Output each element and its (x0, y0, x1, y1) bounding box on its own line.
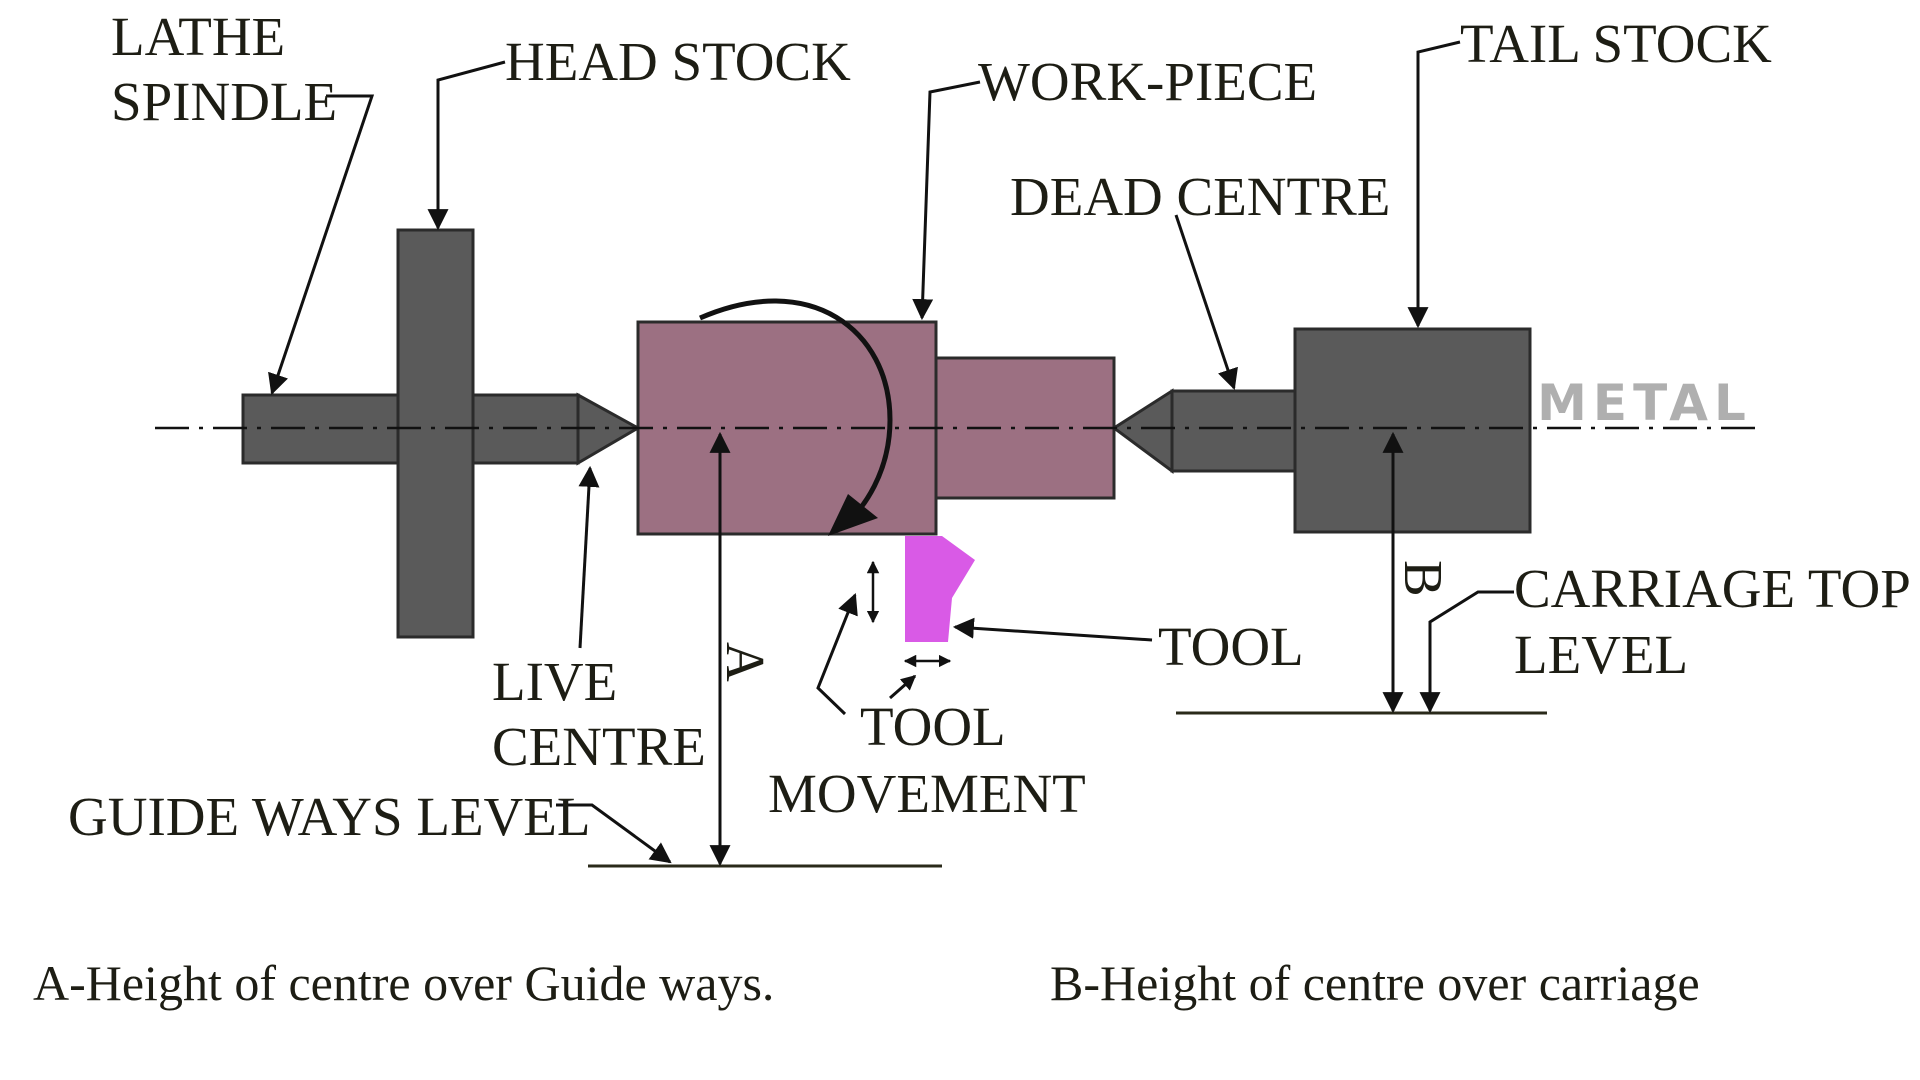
tool-movement-leader (816, 593, 858, 716)
tool-leader (952, 617, 1153, 642)
lathe-spindle-leader (268, 94, 375, 395)
caption-a: A-Height of centre over Guide ways. (33, 955, 774, 1011)
rotation-arrowhead (828, 494, 878, 536)
head-stock-leader (427, 60, 506, 231)
caption-b: B-Height of centre over carriage (1050, 955, 1700, 1011)
guide-ways-level-leader (556, 803, 672, 864)
label-guide-ways-level: GUIDE WAYS LEVEL (68, 786, 590, 847)
label-carriage-top-line1: CARRIAGE TOP (1514, 558, 1911, 619)
label-head-stock: HEAD STOCK (505, 31, 851, 92)
label-dead-centre: DEAD CENTRE (1010, 166, 1390, 227)
label-carriage-top-line2: LEVEL (1514, 624, 1688, 685)
label-work-piece: WORK-PIECE (978, 51, 1317, 112)
label-live-centre-line1: LIVE (492, 651, 617, 712)
dead-centre-leader (1174, 214, 1238, 390)
work-piece-leader (912, 80, 981, 321)
label-dimension-a: A (715, 642, 776, 682)
live-centre-leader (578, 465, 600, 649)
tool-movement-leader-2 (889, 674, 917, 700)
carriage-top-level-leader (1419, 590, 1514, 714)
head-stock (396, 228, 475, 639)
dead-centre-cone (1111, 388, 1174, 474)
tail-stock (1293, 327, 1532, 534)
rotation-arrow (699, 298, 893, 531)
label-dimension-b: B (1393, 560, 1454, 597)
label-lathe-spindle-line2: SPINDLE (111, 71, 337, 132)
tail-stock-leader (1407, 40, 1461, 329)
label-lathe-spindle-line1: LATHE (111, 6, 285, 67)
label-tool: TOOL (1158, 616, 1304, 677)
label-live-centre-line2: CENTRE (492, 716, 706, 777)
label-tool-movement-line1: TOOL (860, 696, 1006, 757)
dead-centre (1170, 389, 1297, 473)
label-tool-movement-line2: MOVEMENT (768, 763, 1086, 824)
tool (905, 536, 975, 642)
label-tail-stock: TAIL STOCK (1460, 13, 1772, 74)
